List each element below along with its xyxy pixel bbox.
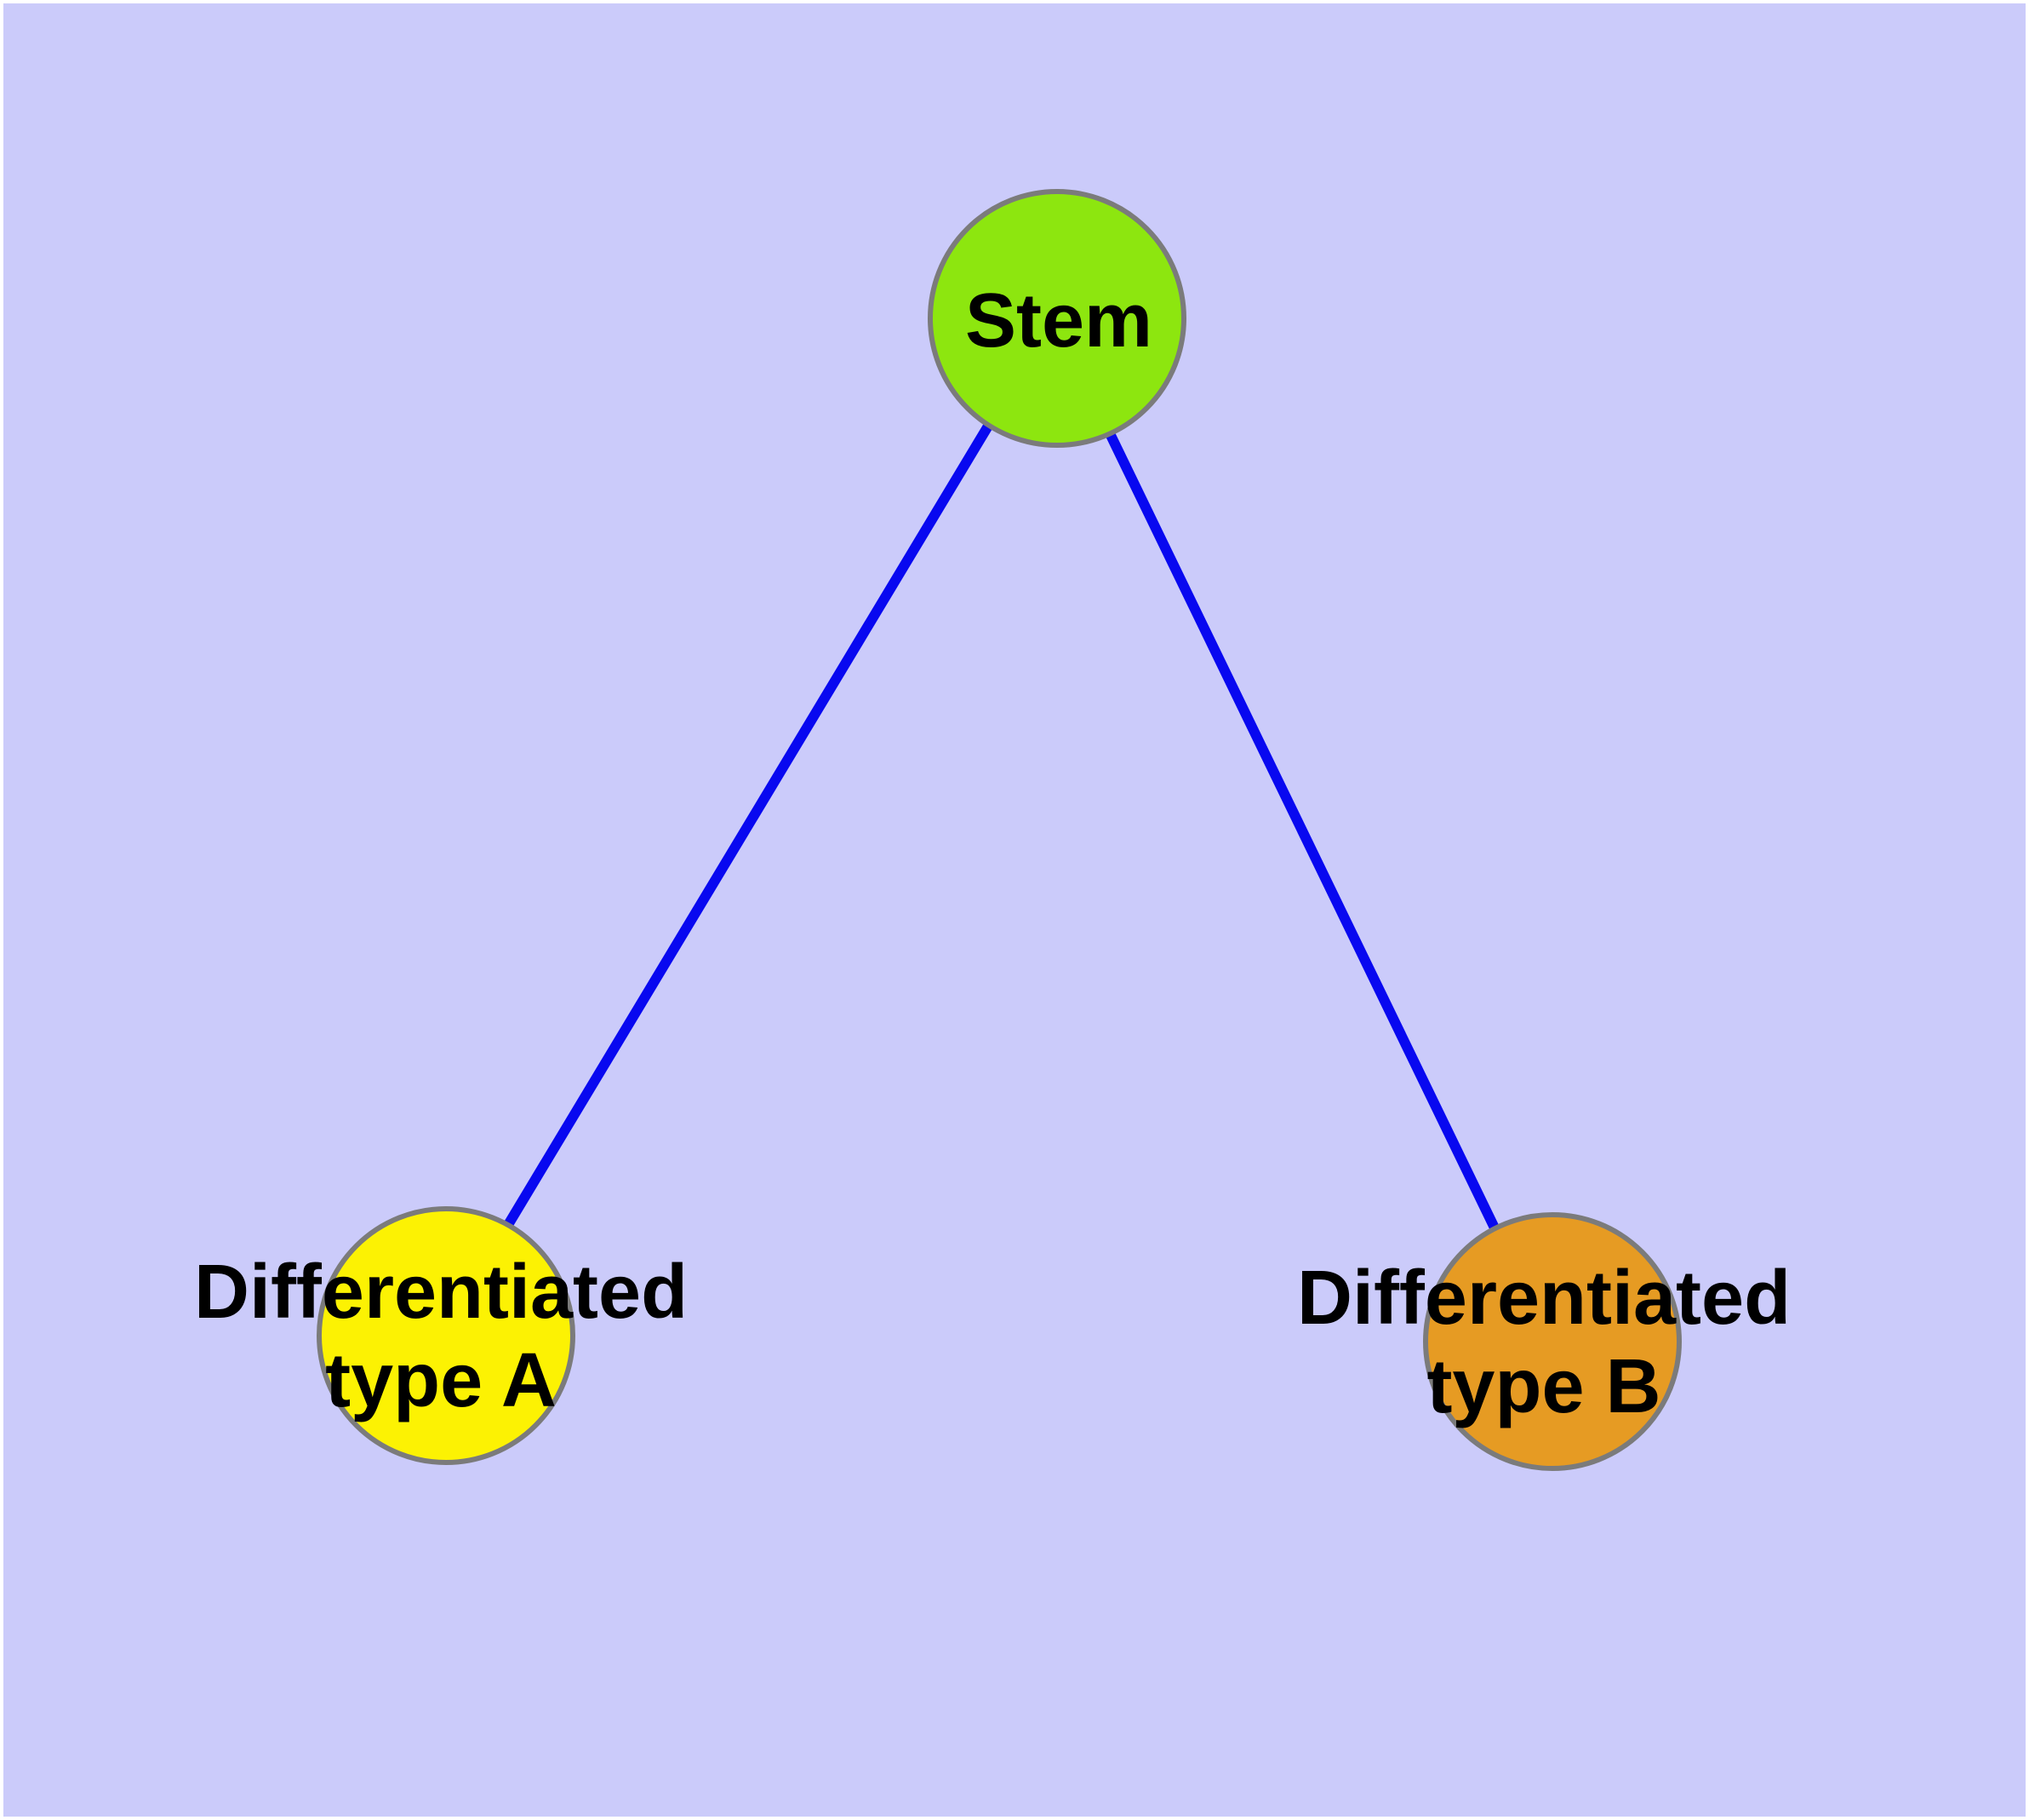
node-type-a-label-line1: Differentiated <box>193 1250 689 1335</box>
node-type-b-label-line1: Differentiated <box>1296 1256 1792 1341</box>
node-type-b-label: Differentiated type B <box>1297 1254 1791 1431</box>
node-type-a-label: Differentiated type A <box>194 1248 688 1425</box>
node-stem-label-text: Stem <box>964 278 1153 363</box>
edges-layer <box>440 314 1552 1339</box>
node-type-a-label-line2: type A <box>325 1338 557 1423</box>
node-differentiated-type-b <box>1423 1212 1682 1471</box>
edge-stem-to-type-b <box>1049 315 1552 1339</box>
node-type-b-label-line2: type B <box>1426 1344 1661 1429</box>
edge-stem-to-type-a <box>440 314 1058 1334</box>
node-stem-label: Stem <box>965 277 1152 365</box>
node-differentiated-type-a <box>317 1206 575 1465</box>
node-stem <box>928 189 1186 448</box>
